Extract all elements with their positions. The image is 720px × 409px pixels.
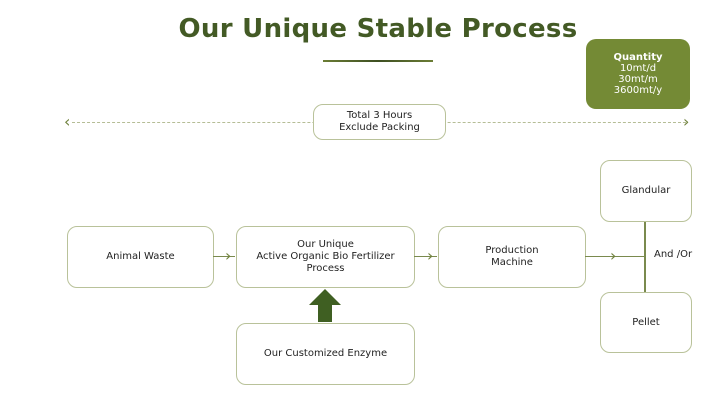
timeline-label: Total 3 Hours Exclude Packing: [313, 104, 446, 140]
timeline-exclude: Exclude Packing: [339, 122, 420, 133]
machine-line-1: Production: [485, 245, 539, 256]
process-line-3: Process: [306, 263, 345, 274]
and-or-label: And /Or: [654, 249, 693, 260]
title-underline: [323, 60, 433, 62]
output-pellet: Pellet: [600, 292, 692, 353]
output-glandular: Glandular: [600, 160, 692, 222]
arrow-right-icon: ›: [225, 246, 232, 265]
process-line-2: Active Organic Bio Fertilizer: [256, 251, 395, 262]
timeline-total: Total 3 Hours: [346, 110, 413, 121]
quantity-yearly: 3600mt/y: [613, 85, 663, 96]
page-title: Our Unique Stable Process: [178, 14, 578, 44]
quantity-monthly: 30mt/m: [618, 74, 658, 85]
quantity-label: Quantity: [613, 52, 663, 63]
step-enzyme: Our Customized Enzyme: [236, 323, 415, 385]
step-production-machine: Production Machine: [438, 226, 586, 288]
connector: [585, 256, 645, 257]
step-animal-waste: Animal Waste: [67, 226, 214, 288]
quantity-badge: Quantity 10mt/d 30mt/m 3600mt/y: [586, 39, 690, 109]
branch-line: [644, 220, 646, 292]
connector: [213, 256, 235, 257]
process-line-1: Our Unique: [297, 239, 354, 250]
quantity-daily: 10mt/d: [619, 63, 657, 74]
machine-line-2: Machine: [491, 257, 533, 268]
step-process: Our Unique Active Organic Bio Fertilizer…: [236, 226, 415, 288]
chevron-left-icon: ‹: [64, 112, 71, 131]
arrow-right-icon: ›: [427, 246, 434, 265]
chevron-right-icon: ›: [683, 112, 690, 131]
arrow-right-icon: ›: [610, 246, 617, 265]
connector: [414, 256, 437, 257]
arrow-up-icon: [309, 289, 341, 322]
